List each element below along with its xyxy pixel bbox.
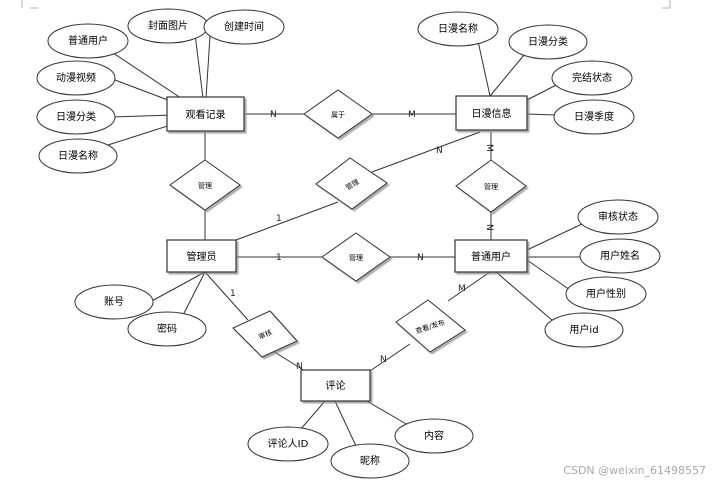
card-anime-user-anime: M [484, 144, 494, 152]
attr-anime-name: 日漫名称 [438, 22, 478, 35]
attr-user-id: 用户id [569, 323, 598, 336]
rel-manage-anime-admin-shape [315, 157, 388, 210]
attr-record-created-shape [203, 9, 285, 45]
card-review-comment: N [296, 362, 303, 372]
attr-anime-name-shape [417, 11, 499, 47]
attr-anime-season-shape [553, 99, 635, 135]
page-corner-marks [21, 0, 671, 9]
card-anime-user-user: N [484, 224, 494, 231]
entity-admin: 管理员 [187, 250, 217, 263]
entity-watch-record-box [166, 96, 245, 132]
attr-anime-category-shape [508, 24, 588, 60]
attr-admin-account-shape [74, 284, 154, 320]
attr-record-created: 创建时间 [224, 20, 264, 33]
attr-user-gender: 用户性别 [586, 287, 626, 300]
entity-anime-info: 日漫信息 [472, 107, 512, 120]
entity-comment: 评论 [326, 379, 346, 392]
rel-review-shape [232, 310, 298, 358]
attr-record-name: 日漫名称 [58, 149, 98, 162]
attr-record-category-shape [36, 99, 116, 135]
entity-boxes: 观看记录 日漫信息 管理员 普通用户 评论 [166, 95, 528, 402]
attr-comment-commenter-id: 评论人ID [268, 437, 309, 450]
rel-manage-users-shape [321, 232, 391, 282]
rel-manage-anime-user-shape [455, 159, 527, 213]
card-belongs-anime: M [408, 110, 416, 120]
entity-user-box [454, 239, 528, 273]
card-admin-user-admin: 1 [276, 253, 282, 263]
attr-record-cover: 封面图片 [148, 19, 188, 32]
rel-belongs: 属于 [331, 111, 345, 119]
attr-record-user: 普通用户 [68, 34, 108, 47]
entity-anime-info-box [455, 95, 528, 131]
rel-belongs-shape [303, 89, 373, 139]
attr-user-name-shape [579, 238, 661, 274]
attr-admin-password: 密码 [157, 322, 177, 335]
watermark: CSDN @weixin_61498557 [563, 464, 706, 477]
attr-user-gender-shape [565, 276, 647, 312]
card-admin-user-user: N [417, 253, 424, 263]
attr-user-name: 用户姓名 [600, 249, 640, 262]
attr-comment-commenter-shape [247, 426, 329, 462]
rel-view-publish-shape [395, 299, 466, 353]
attr-record-name-shape [38, 138, 118, 174]
attr-comment-nickname-shape [330, 443, 410, 479]
attr-record-user-shape [47, 23, 129, 59]
relationship-diamonds: 属于 管理 管理 管理 管理 审核 查看/发布 [169, 89, 527, 358]
attr-admin-account: 账号 [104, 296, 124, 308]
cardinality-labels: N M 1 N M N 1 N 1 N M N [230, 110, 494, 372]
rel-manage-records-shape [169, 159, 241, 211]
attr-record-category: 日漫分类 [56, 110, 96, 123]
attr-comment-nickname: 昵称 [360, 454, 380, 467]
attr-anime-finished-shape [551, 60, 633, 96]
rel-manage-anime-user: 管理 [484, 182, 498, 191]
attr-admin-password-shape [127, 311, 207, 347]
attr-user-review-status: 审核状态 [598, 210, 638, 223]
rel-manage-users: 管理 [349, 253, 363, 262]
entity-user: 普通用户 [471, 250, 511, 263]
card-review-admin: 1 [230, 289, 236, 299]
attr-record-video: 动漫视频 [56, 71, 96, 84]
attr-anime-finished: 完结状态 [572, 71, 612, 84]
rel-manage-records: 管理 [198, 181, 212, 190]
attribute-ellipses: 普通用户 封面图片 创建时间 动漫视频 日漫分类 日漫名称 日漫名称 日漫分类 … [36, 8, 661, 479]
entity-admin-box [166, 239, 237, 273]
card-publish-user: M [458, 284, 466, 294]
card-admin-anime-anime: N [436, 146, 443, 156]
attr-user-review-shape [577, 199, 659, 235]
attr-comment-content: 内容 [424, 429, 444, 442]
entity-watch-record: 观看记录 [186, 108, 226, 121]
attr-comment-content-shape [394, 418, 474, 454]
attr-record-video-shape [36, 60, 116, 96]
attr-anime-season: 日漫季度 [574, 110, 614, 123]
attr-anime-category: 日漫分类 [528, 35, 568, 48]
card-publish-comment: N [380, 355, 387, 365]
card-admin-anime-admin: 1 [276, 214, 282, 224]
entity-comment-box [300, 369, 371, 402]
attr-user-id-shape [544, 312, 624, 348]
card-belongs-record: N [270, 110, 277, 120]
